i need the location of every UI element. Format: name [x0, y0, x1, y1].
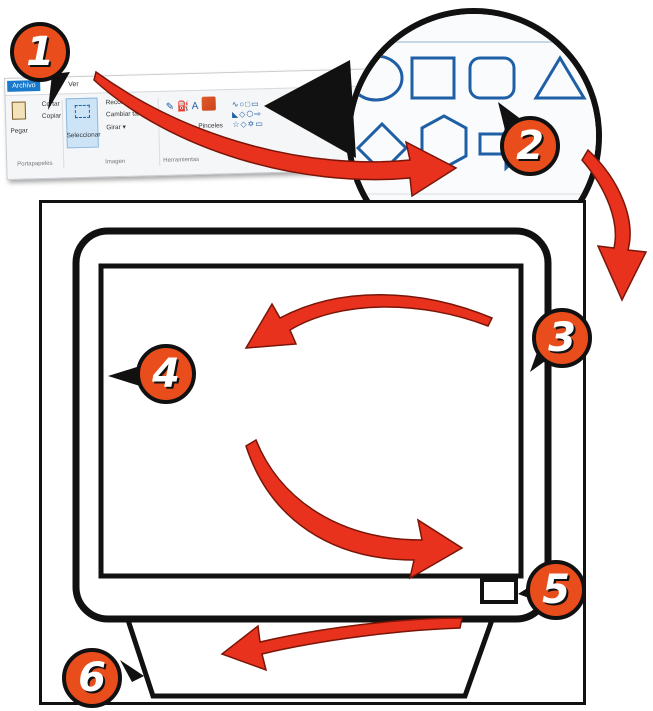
paste-icon[interactable] [12, 101, 26, 119]
ribbon-divider [158, 98, 161, 166]
tab-file[interactable]: Archivo [7, 80, 41, 92]
step-6-badge: 6 [62, 648, 122, 708]
oval-shape-icon [350, 56, 402, 100]
step-2-badge: 2 [500, 116, 560, 176]
select-icon [75, 105, 90, 118]
brushes-button[interactable]: Pinceles [198, 122, 223, 130]
rectangle-shape-icon [412, 58, 454, 98]
step-3-badge: 3 [532, 308, 592, 368]
clipboard-group-label: Portapapeles [17, 161, 53, 168]
resize-button[interactable]: Cambiar tamaño [106, 110, 154, 118]
paste-button[interactable]: Pegar [10, 127, 28, 134]
step-5-badge: 5 [526, 560, 586, 620]
hexagon-shape-icon [422, 116, 466, 168]
step-1-badge: 1 [10, 22, 70, 82]
cut-button[interactable]: Cortar [42, 101, 60, 108]
image-group-label: Imagen [105, 159, 125, 166]
diamond-shape-icon [358, 124, 406, 172]
rounded-rectangle-shape-icon [470, 58, 514, 98]
select-button[interactable] [66, 98, 99, 149]
select-label: Seleccionar [66, 131, 100, 139]
tab-view[interactable]: Ver [63, 79, 84, 91]
shapes-gallery[interactable]: ∿○□▭◣◇⬡⇨☆◇✡▭ [232, 99, 264, 130]
rotate-button[interactable]: Girar ▾ [106, 123, 126, 132]
pencil-fill-text-icons[interactable]: ✎ ⛽ A [166, 101, 199, 113]
step-4-badge: 4 [136, 344, 196, 404]
crop-button[interactable]: Recortar [106, 99, 131, 107]
triangle-shape-icon [536, 58, 584, 98]
copy-button[interactable]: Copiar [42, 113, 61, 120]
brush-icon[interactable] [202, 96, 216, 110]
tools-group-label: Herramientas [163, 157, 199, 164]
ribbon-divider [62, 100, 65, 168]
drawing-canvas[interactable] [39, 200, 586, 705]
